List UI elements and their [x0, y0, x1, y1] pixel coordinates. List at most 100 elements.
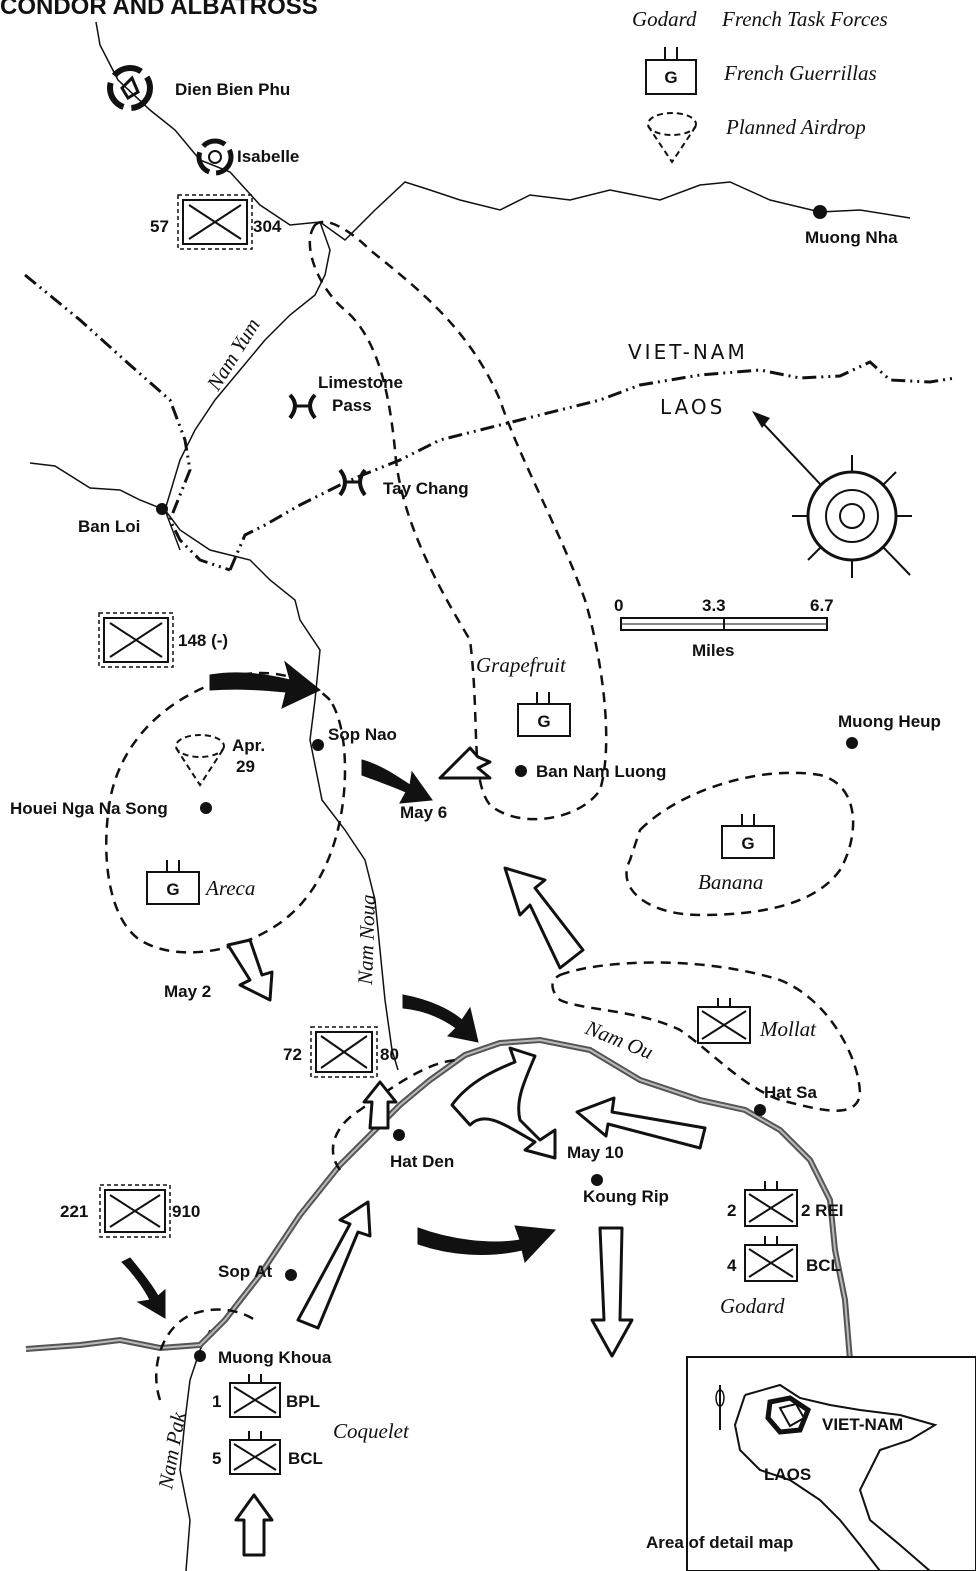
compass-rose: [752, 411, 912, 578]
unit-2rei-label: 2 REI: [801, 1201, 844, 1220]
open-arrow-banana: [503, 866, 585, 970]
borders: [24, 273, 956, 572]
legend-guerrilla-g: G: [664, 68, 677, 87]
label-nam-pak: Nam Pak: [153, 1410, 190, 1492]
unit-4bcl-label: BCL: [806, 1256, 841, 1275]
label-may-10: May 10: [567, 1143, 624, 1162]
rivers: [25, 21, 911, 1571]
open-arrow-may2: [226, 938, 274, 1002]
unit-5-label: 5: [212, 1449, 221, 1468]
label-may-2: May 2: [164, 982, 211, 1001]
label-apr: Apr.: [232, 736, 265, 755]
friendly-arrows: [226, 746, 707, 1557]
label-nam-yum: Nam Yum: [201, 314, 264, 396]
label-sop-nao: Sop Nao: [328, 725, 397, 744]
label-muong-khoua: Muong Khoua: [218, 1348, 332, 1367]
guerrilla-banana-g: G: [741, 834, 754, 853]
unit-4-label: 4: [727, 1256, 737, 1275]
unit-72-80: [310, 1026, 378, 1078]
legend-godard-symbol: Godard: [632, 7, 697, 31]
unit-1-label: 1: [212, 1392, 221, 1411]
open-arrow-coquelet-up: [234, 1493, 274, 1557]
unit-1-bpl: [229, 1374, 281, 1418]
unit-57-label: 57: [150, 217, 169, 236]
open-arrow-hatden-curve: [450, 1046, 557, 1160]
map-title: CONDOR AND ALBATROSS: [0, 0, 318, 20]
unit-5bcl-label: BCL: [288, 1449, 323, 1468]
label-dien-bien-phu: Dien Bien Phu: [175, 80, 290, 99]
label-limestone: Limestone: [318, 373, 403, 392]
label-banana: Banana: [698, 870, 763, 894]
open-arrow-koung: [575, 1096, 707, 1150]
tay-chang-pass-symbol: [338, 468, 367, 497]
zone-muongkhoua-outline: [155, 1308, 256, 1401]
label-muong-nha: Muong Nha: [805, 228, 898, 247]
limestone-pass-symbol: [288, 393, 317, 420]
enemy-arrows: [121, 660, 557, 1319]
black-arrow-7280: [402, 994, 479, 1043]
unit-72-label: 72: [283, 1045, 302, 1064]
legend-airdrop-icon: [647, 112, 697, 164]
legend-guerrilla-icon: G: [645, 47, 697, 95]
scale-bar: [620, 617, 828, 631]
label-nam-ou: Nam Ou: [581, 1015, 656, 1064]
label-viet-nam: VIET-NAM: [628, 340, 748, 364]
guerrilla-banana: G: [721, 814, 775, 859]
unit-57-304: [177, 194, 253, 250]
inset-map: [686, 1356, 976, 1571]
unit-mollat: [697, 998, 751, 1044]
legend-airdrop-text: Planned Airdrop: [725, 115, 866, 139]
label-godard: Godard: [720, 1294, 785, 1318]
black-arrow-sopnao: [361, 759, 433, 804]
unit-221-label: 221: [60, 1202, 88, 1221]
unit-304-label: 304: [253, 217, 282, 236]
open-arrow-may6: [438, 746, 492, 780]
label-areca: Areca: [204, 876, 255, 900]
scale-tick-6-7: 6.7: [810, 596, 834, 615]
label-koung-rip: Koung Rip: [583, 1187, 669, 1206]
label-houei-nga-na-song: Houei Nga Na Song: [10, 799, 168, 818]
unit-80-label: 80: [380, 1045, 399, 1064]
open-arrow-hatden-up: [362, 1080, 398, 1130]
scale-unit: Miles: [692, 641, 735, 660]
zone-grapefruit-outline: [308, 220, 608, 821]
scale-tick-0: 0: [614, 596, 623, 615]
inset-label-viet-nam: VIET-NAM: [822, 1415, 903, 1434]
label-sop-at: Sop At: [218, 1262, 272, 1281]
inset-caption: Area of detail map: [646, 1533, 793, 1552]
label-ban-nam-luong: Ban Nam Luong: [536, 762, 666, 781]
airdrop-symbol: [175, 734, 225, 787]
legend-guerrillas-text: French Guerrillas: [723, 61, 877, 85]
open-arrow-south: [590, 1226, 634, 1358]
label-mollat: Mollat: [759, 1017, 817, 1041]
guerrilla-areca: G: [146, 860, 200, 905]
label-tay-chang: Tay Chang: [383, 479, 469, 498]
inset-label-laos: LAOS: [764, 1465, 811, 1484]
unit-2-rei: [744, 1181, 798, 1227]
label-laos: LAOS: [660, 395, 725, 419]
dien-bien-phu-symbol: [107, 65, 153, 111]
black-arrow-koungrip: [417, 1225, 557, 1264]
unit-4-bcl: [744, 1236, 798, 1282]
label-nam-noua: Nam Noua: [353, 894, 380, 986]
label-grapefruit: Grapefruit: [476, 653, 567, 677]
unit-910-label: 910: [172, 1202, 200, 1221]
guerrilla-areca-g: G: [166, 880, 179, 899]
zone-banana-outline: [625, 771, 855, 917]
legend: Godard French Task Forces G French Guerr…: [632, 7, 888, 164]
zone-hatden-outline: [331, 1058, 461, 1171]
label-coquelet: Coquelet: [333, 1419, 410, 1443]
label-isabelle: Isabelle: [237, 147, 299, 166]
label-ban-loi: Ban Loi: [78, 517, 140, 536]
town-dots: [156, 205, 858, 1362]
black-arrow-148: [209, 660, 321, 709]
unit-221-910: [99, 1184, 171, 1238]
open-arrow-muongkhoua-up: [296, 1200, 372, 1330]
unit-148: [98, 612, 174, 668]
unit-1bpl-label: BPL: [286, 1392, 320, 1411]
zone-mollat-outline: [551, 961, 862, 1112]
unit-5-bcl: [229, 1431, 281, 1475]
unit-148-label: 148 (-): [178, 631, 228, 650]
label-pass: Pass: [332, 396, 372, 415]
legend-task-forces-text: French Task Forces: [721, 7, 888, 31]
